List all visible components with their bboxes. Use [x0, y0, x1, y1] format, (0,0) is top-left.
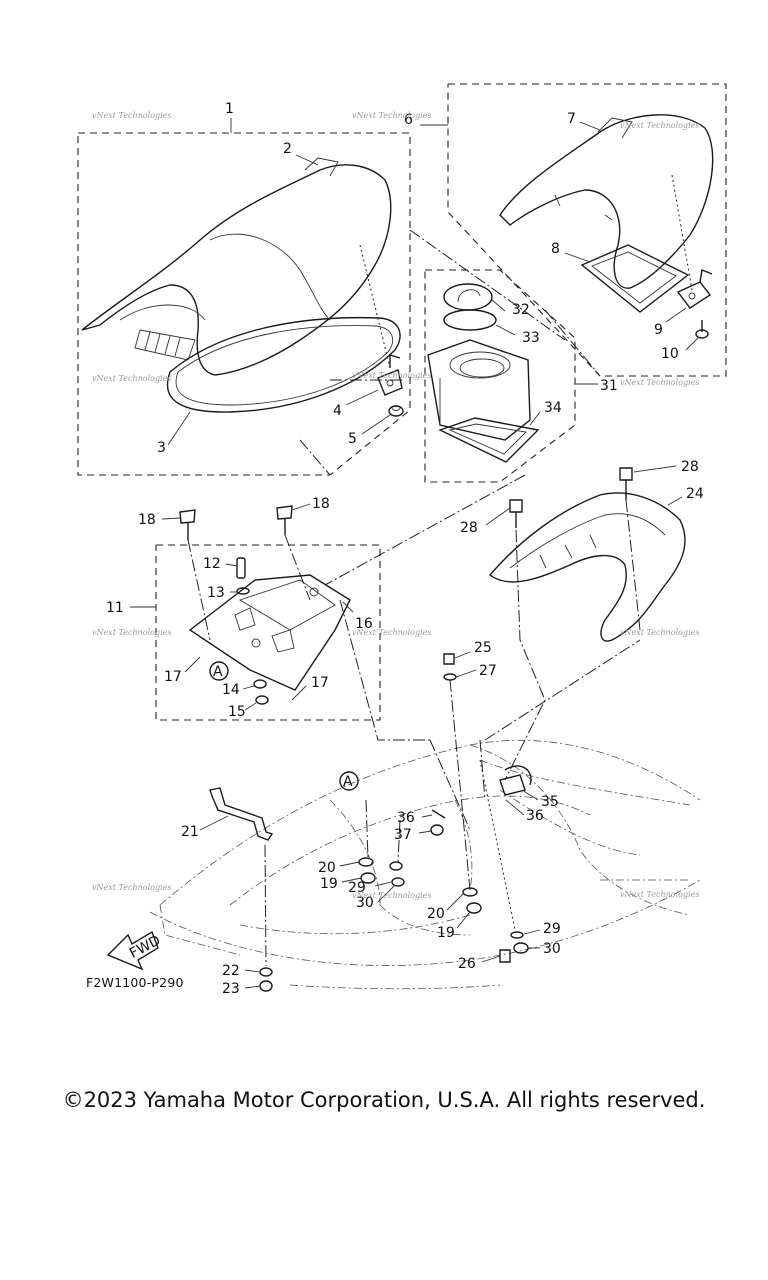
svg-text:vNext Technologies: vNext Technologies: [92, 628, 171, 637]
callout-7: 7: [567, 111, 576, 127]
leader-lines: [187, 229, 641, 967]
callout-30a: 30: [356, 895, 374, 911]
diagram-code: F2W1100-P290: [86, 975, 184, 990]
seat-nut: [388, 405, 404, 417]
rear-seat-bolt: [695, 320, 709, 339]
svg-text:vNext Technologies: vNext Technologies: [352, 628, 431, 637]
callout-1: 1: [225, 101, 234, 117]
callout-36b: 36: [526, 808, 544, 824]
callout-5: 5: [348, 431, 357, 447]
bucket-gasket: [438, 417, 540, 463]
svg-text:vNext Technologies: vNext Technologies: [92, 883, 171, 892]
storage-bracket: [188, 574, 351, 691]
group-box-bracket: [130, 544, 381, 721]
callout-26: 26: [458, 956, 476, 972]
callout-36a: 36: [397, 810, 415, 826]
callout-31: 31: [600, 378, 618, 394]
copyright-notice: ©2023 Yamaha Motor Corporation, U.S.A. A…: [62, 1088, 706, 1112]
hull-outline: [149, 739, 701, 990]
callout-8: 8: [551, 241, 560, 257]
callout-32: 32: [512, 302, 530, 318]
callout-27: 27: [479, 663, 497, 679]
callout-28a: 28: [681, 459, 699, 475]
callout-13: 13: [207, 585, 225, 601]
callout-28b: 28: [460, 520, 478, 536]
grab-bar-bolts: [509, 467, 633, 528]
callout-14: 14: [222, 682, 240, 698]
rear-grab-bar: [488, 492, 686, 642]
rear-seat-hook: [671, 174, 713, 309]
svg-text:vNext Technologies: vNext Technologies: [352, 371, 431, 380]
side-bracket: [209, 787, 274, 841]
callout-24: 24: [686, 486, 704, 502]
group-box-storage: [424, 269, 598, 483]
svg-text:vNext Technologies: vNext Technologies: [620, 121, 699, 130]
callout-leaders: [161, 121, 699, 989]
watermarks: vNext Technologies vNext Technologies vN…: [92, 111, 699, 900]
svg-text:A: A: [213, 664, 223, 680]
callout-numbers: 1 2 3 4 5 6 7 8 9 10 11 12 13 14 15 16 1…: [106, 101, 704, 997]
callout-10: 10: [661, 346, 679, 362]
callout-4: 4: [333, 403, 342, 419]
callout-25: 25: [474, 640, 492, 656]
svg-text:vNext Technologies: vNext Technologies: [620, 628, 699, 637]
ref-marker-a-2: A: [339, 771, 359, 791]
group-box-rear-seat: [420, 83, 727, 377]
svg-text:vNext Technologies: vNext Technologies: [352, 891, 431, 900]
callout-18b: 18: [312, 496, 330, 512]
callout-15: 15: [228, 704, 246, 720]
callout-37: 37: [394, 827, 412, 843]
svg-text:vNext Technologies: vNext Technologies: [352, 111, 431, 120]
seat-gasket: [166, 316, 401, 413]
hull-hardware: [259, 765, 532, 992]
cap-o-ring: [443, 309, 497, 331]
callout-34: 34: [544, 400, 562, 416]
main-seat: [81, 157, 392, 376]
rear-seat: [499, 114, 714, 289]
callout-6: 6: [404, 112, 413, 128]
callout-2: 2: [283, 141, 292, 157]
callout-23: 23: [222, 981, 240, 997]
callout-11: 11: [106, 600, 124, 616]
callout-9: 9: [654, 322, 663, 338]
group-box-seat: [77, 118, 411, 476]
callout-17b: 17: [311, 675, 329, 691]
seat-hook-bracket: [359, 244, 403, 396]
rear-seat-gasket: [580, 244, 690, 313]
callout-21: 21: [181, 824, 199, 840]
bracket-bolts: [179, 505, 293, 705]
callout-22: 22: [222, 963, 240, 979]
seat-grip-pad: [134, 329, 196, 361]
svg-text:A: A: [343, 774, 353, 790]
callout-29a: 29: [348, 880, 366, 896]
ref-marker-a-1: A: [209, 661, 229, 681]
callout-3: 3: [157, 440, 166, 456]
callout-20a: 20: [318, 860, 336, 876]
callout-12: 12: [203, 556, 221, 572]
callout-30b: 30: [543, 941, 561, 957]
fwd-arrow: FWD: [106, 930, 163, 971]
callout-35: 35: [541, 794, 559, 810]
callout-29b: 29: [543, 921, 561, 937]
callout-19b: 19: [437, 925, 455, 941]
callout-19a: 19: [320, 876, 338, 892]
svg-text:vNext Technologies: vNext Technologies: [620, 378, 699, 387]
storage-bucket: [427, 339, 531, 441]
bolt-25-washer-27: [443, 653, 457, 681]
callout-17a: 17: [164, 669, 182, 685]
storage-cap: [443, 283, 493, 311]
callout-16: 16: [355, 616, 373, 632]
svg-text:vNext Technologies: vNext Technologies: [620, 890, 699, 899]
callout-20b: 20: [427, 906, 445, 922]
svg-text:vNext Technologies: vNext Technologies: [92, 111, 171, 120]
callout-18a: 18: [138, 512, 156, 528]
callout-33: 33: [522, 330, 540, 346]
svg-text:vNext Technologies: vNext Technologies: [92, 374, 171, 383]
